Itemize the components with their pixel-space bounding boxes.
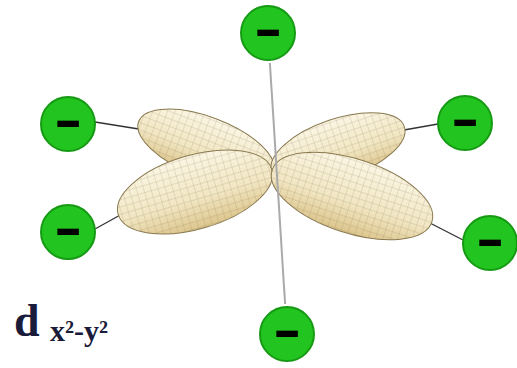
ligand-circle: -	[40, 96, 96, 152]
charge-sign: -	[272, 310, 301, 354]
charge-sign: -	[450, 99, 479, 143]
charge-sign: -	[53, 208, 82, 252]
charge-sign: -	[475, 219, 504, 263]
ligand-circle: -	[259, 306, 315, 362]
charge-sign: -	[253, 9, 282, 53]
charge-sign: -	[53, 100, 82, 144]
ligand-circle: -	[40, 204, 96, 260]
ligand-circle: -	[240, 5, 296, 61]
orbital-subscript: x²-y²	[50, 316, 108, 346]
ligand-circle: -	[437, 95, 493, 151]
orbital-lobe	[108, 93, 443, 257]
orbital-letter: d	[14, 298, 40, 344]
ligand-circle: -	[462, 215, 517, 271]
axis-line	[270, 63, 285, 304]
